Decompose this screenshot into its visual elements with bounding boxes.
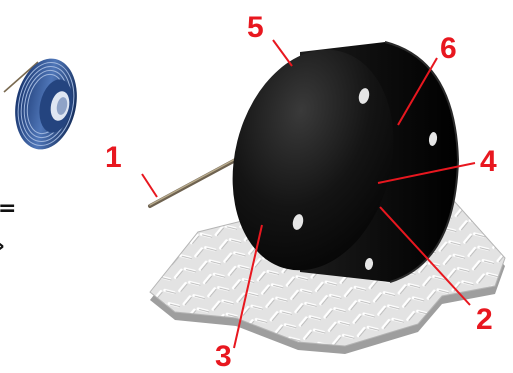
callout-5: 5 bbox=[247, 13, 264, 43]
leader-5 bbox=[273, 40, 292, 66]
callout-2: 2 bbox=[476, 305, 493, 335]
arrow-glyph: › bbox=[0, 236, 5, 258]
callout-3: 3 bbox=[215, 342, 232, 372]
equals-sign: = bbox=[0, 198, 16, 220]
coil-icon bbox=[4, 53, 85, 155]
callout-6: 6 bbox=[440, 34, 457, 64]
callout-4: 4 bbox=[480, 147, 497, 177]
leader-1 bbox=[142, 174, 157, 197]
callout-1: 1 bbox=[105, 143, 122, 173]
